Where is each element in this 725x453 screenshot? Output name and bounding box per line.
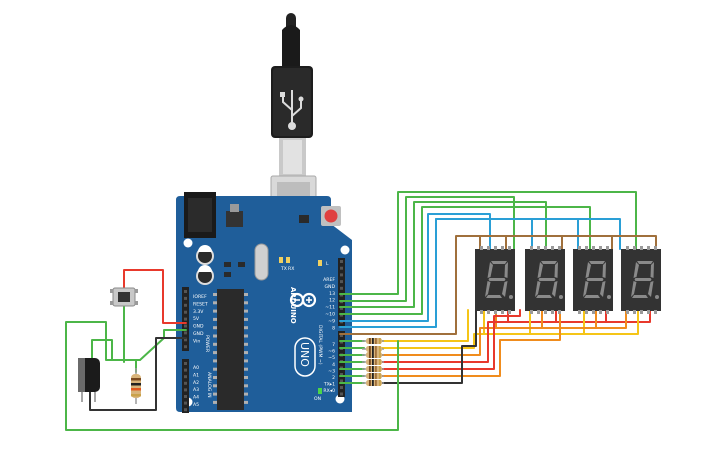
pin-label: IOREF (193, 294, 207, 300)
pin-label: GND (324, 284, 335, 290)
on-label: ON (314, 396, 321, 402)
pin-label: ~5 (328, 355, 335, 361)
pin-label: 2 (332, 375, 335, 381)
reset-button[interactable] (321, 206, 341, 226)
pin-label: ~6 (328, 349, 335, 355)
header-pin-hole[interactable] (340, 379, 343, 383)
pin-label: A1 (193, 372, 199, 378)
seven-segment-display (475, 246, 515, 314)
resistor (362, 366, 384, 372)
pin-label: A3 (193, 387, 199, 393)
tx-label: TX (280, 266, 287, 272)
header-pin-hole[interactable] (184, 381, 187, 385)
pin-label: A0 (193, 365, 199, 371)
header-pin-hole[interactable] (184, 401, 187, 405)
analog-label: ANALOG IN (206, 372, 212, 398)
resistor (362, 373, 384, 379)
pin-label: 12 (329, 298, 335, 304)
header-pin-hole[interactable] (184, 310, 187, 314)
resistor (362, 346, 384, 352)
crystal-oscillator (254, 243, 269, 281)
pin-label: 13 (329, 291, 335, 297)
microcontroller-chip (213, 289, 248, 410)
board-capacitors (196, 245, 214, 285)
usb-cable (270, 13, 317, 217)
header-pin-hole[interactable] (184, 303, 187, 307)
pin-label: 7 (332, 342, 335, 348)
pin-label: GND (193, 331, 204, 337)
pin-label: Vin (193, 338, 200, 344)
resistor-bank (362, 338, 384, 386)
arduino-logo-icon (289, 292, 317, 308)
pin-label: AREF (323, 277, 335, 283)
pin-label: ~9 (328, 318, 335, 324)
header-pin-hole[interactable] (184, 345, 187, 349)
header-pin-hole[interactable] (184, 362, 187, 365)
header-pin-hole[interactable] (184, 324, 187, 328)
header-pin-hole[interactable] (184, 296, 187, 300)
push-button[interactable] (110, 287, 138, 307)
header-pin-hole[interactable] (340, 386, 343, 389)
usb-icon (280, 90, 304, 130)
pin-label: TX▸1 (323, 382, 335, 388)
header-pin-hole[interactable] (340, 266, 343, 270)
pin-label: 3.3V (193, 309, 204, 315)
seven-segment-display (573, 246, 613, 314)
header-pin-hole[interactable] (184, 395, 187, 398)
digital-header-top[interactable] (338, 258, 345, 326)
pin-label: 4 (332, 362, 335, 368)
pull-down-resistor (131, 368, 141, 404)
header-pin-hole[interactable] (340, 313, 343, 317)
pin-label: ~3 (328, 368, 335, 374)
header-pin-hole[interactable] (184, 388, 187, 392)
header-pin-hole[interactable] (340, 373, 343, 376)
header-pin-hole[interactable] (184, 375, 187, 379)
header-pin-hole[interactable] (184, 408, 187, 412)
header-pin-hole[interactable] (340, 306, 343, 310)
header-pin-hole[interactable] (340, 286, 343, 290)
pin-label: RESET (193, 301, 208, 307)
model-label: UNO (298, 342, 311, 367)
header-pin-hole[interactable] (340, 280, 343, 284)
header-pin-hole[interactable] (184, 290, 187, 293)
wiring (65, 191, 657, 431)
pin-label: A4 (193, 395, 199, 401)
resistor (362, 380, 384, 386)
resistor (362, 338, 384, 344)
header-pin-hole[interactable] (184, 368, 187, 372)
resistor (362, 359, 384, 365)
header-pin-hole[interactable] (340, 334, 343, 337)
brand-label: ARDUINO (289, 287, 297, 324)
l-label: L (326, 261, 329, 267)
digital-label: DIGITAL (PWM ~) (317, 325, 323, 365)
analog-header[interactable] (182, 359, 189, 413)
power-label: POWER (204, 335, 210, 353)
pin-label: A5 (193, 402, 199, 408)
pin-label: 8 (332, 325, 335, 331)
resistor (362, 352, 384, 358)
digital-header-bottom[interactable] (338, 331, 345, 397)
pin-label: ~10 (325, 312, 335, 318)
seven-segment-display (621, 246, 661, 314)
header-pin-hole[interactable] (340, 392, 343, 396)
rx-label: RX (288, 266, 294, 272)
seven-segment-displays (475, 246, 661, 314)
arduino-board: TX RX L ON ARDUINO UNO AREFGND1312~11~10… (176, 192, 352, 413)
header-pin-hole[interactable] (340, 273, 343, 277)
electrolytic-capacitor (78, 358, 100, 402)
pin-label: A2 (193, 380, 199, 386)
pin-label: ~11 (325, 305, 335, 311)
pin-label: 5V (193, 316, 200, 322)
header-pin-hole[interactable] (184, 317, 187, 321)
pin-label: RX◂0 (323, 388, 335, 394)
header-pin-hole[interactable] (184, 331, 187, 335)
header-pin-hole[interactable] (184, 338, 187, 342)
pin-label: GND (193, 324, 204, 330)
seven-segment-display (525, 246, 565, 314)
header-pin-hole[interactable] (340, 260, 343, 263)
